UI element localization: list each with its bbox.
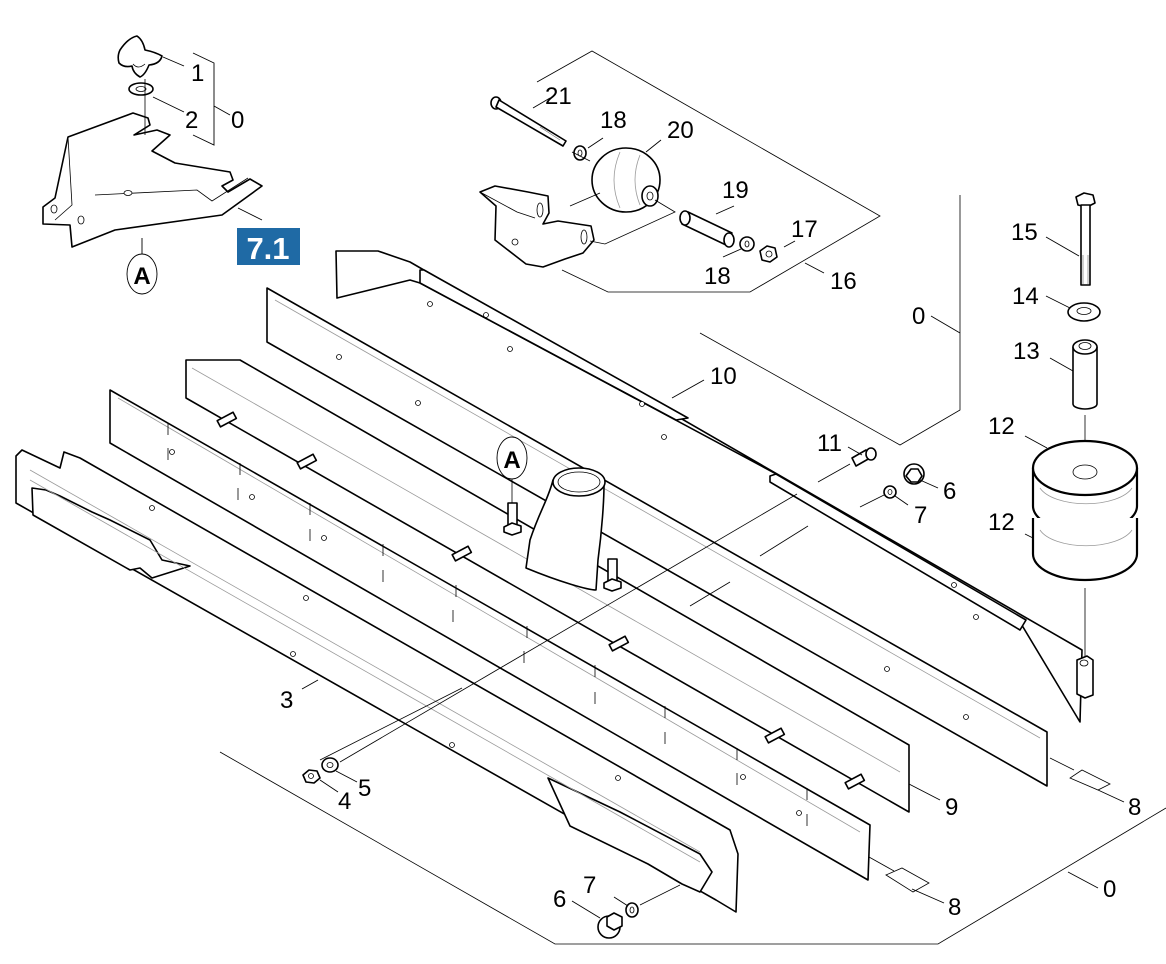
screw-icon <box>851 447 877 467</box>
bracket-group: A 7.1 1 2 0 <box>42 35 300 295</box>
callout-19: 19 <box>722 177 749 204</box>
callout-6-upper: 6 <box>943 478 956 505</box>
washer-icon <box>625 902 639 918</box>
spacer-sleeve-icon <box>1072 339 1098 410</box>
callout-5: 5 <box>358 775 371 802</box>
callout-16: 16 <box>830 268 857 295</box>
star-knob-icon <box>117 35 163 78</box>
washer-icon <box>739 236 755 252</box>
callout-8-lower: 8 <box>948 894 961 921</box>
callout-0-top: 0 <box>231 107 244 134</box>
squeegee-blade-rear-icon <box>266 287 1048 787</box>
svg-text:7.1: 7.1 <box>246 231 289 266</box>
cap-nut-icon <box>597 912 623 939</box>
washer-icon <box>321 757 339 773</box>
callout-20: 20 <box>667 117 694 144</box>
threaded-stud-icon <box>216 411 866 790</box>
rear-frame-icon <box>335 250 1094 723</box>
svg-text:A: A <box>133 263 150 290</box>
nut-icon <box>302 769 321 784</box>
callout-18-lower: 18 <box>704 263 731 290</box>
callout-7-upper: 7 <box>914 502 927 529</box>
callout-9: 9 <box>945 794 958 821</box>
nut-icon <box>759 245 778 263</box>
callout-3: 3 <box>280 687 293 714</box>
callout-12-upper: 12 <box>988 413 1015 440</box>
buffer-stack-group: 15 14 0 13 12 12 <box>699 192 1139 660</box>
washer-icon <box>128 82 154 96</box>
guide-roller-icon <box>591 147 661 213</box>
callout-15: 15 <box>1011 219 1038 246</box>
squeegee-blade-front-icon <box>109 389 871 881</box>
rubber-buffer-icon <box>1031 518 1139 582</box>
callout-11: 11 <box>817 430 842 457</box>
callout-12-lower: 12 <box>988 509 1015 536</box>
hose-connector-icon <box>525 467 606 591</box>
roller-assembly-group: 21 18 20 19 17 18 16 <box>479 50 881 295</box>
mounting-bolt-icon <box>503 502 622 592</box>
rubber-buffer-icon <box>1031 439 1139 534</box>
end-cap-icon <box>868 856 930 893</box>
reference-marker-a-main: A <box>496 436 528 480</box>
callout-7-lower: 7 <box>583 872 596 899</box>
end-cap-icon <box>1049 757 1111 791</box>
roller-sleeve-icon <box>679 210 735 248</box>
svg-text:A: A <box>503 447 520 474</box>
callout-6-lower: 6 <box>553 886 566 913</box>
callout-1: 1 <box>191 60 204 87</box>
callout-10: 10 <box>710 363 737 390</box>
hex-bolt-icon <box>1075 192 1096 286</box>
callout-8-right: 8 <box>1128 794 1141 821</box>
callout-0-bottom: 0 <box>1103 876 1116 903</box>
callout-2: 2 <box>185 107 198 134</box>
cap-nut-icon <box>903 463 925 485</box>
callout-14: 14 <box>1012 283 1039 310</box>
bracket-icon <box>42 112 263 248</box>
callout-0-right: 0 <box>912 303 925 330</box>
callout-17: 17 <box>791 216 818 243</box>
callout-13: 13 <box>1013 338 1040 365</box>
callout-18-upper: 18 <box>600 107 627 134</box>
section-badge[interactable]: 7.1 <box>237 228 300 266</box>
bolt-icon <box>490 96 567 147</box>
callout-4: 4 <box>338 788 351 815</box>
roller-bracket-icon <box>479 185 595 268</box>
callout-21: 21 <box>545 83 572 110</box>
squeegee-frame-group: A <box>15 250 1166 945</box>
washer-icon <box>1067 302 1101 322</box>
washer-icon <box>883 485 897 499</box>
reference-marker-a-top: A <box>126 253 158 295</box>
front-frame-icon <box>15 449 739 913</box>
